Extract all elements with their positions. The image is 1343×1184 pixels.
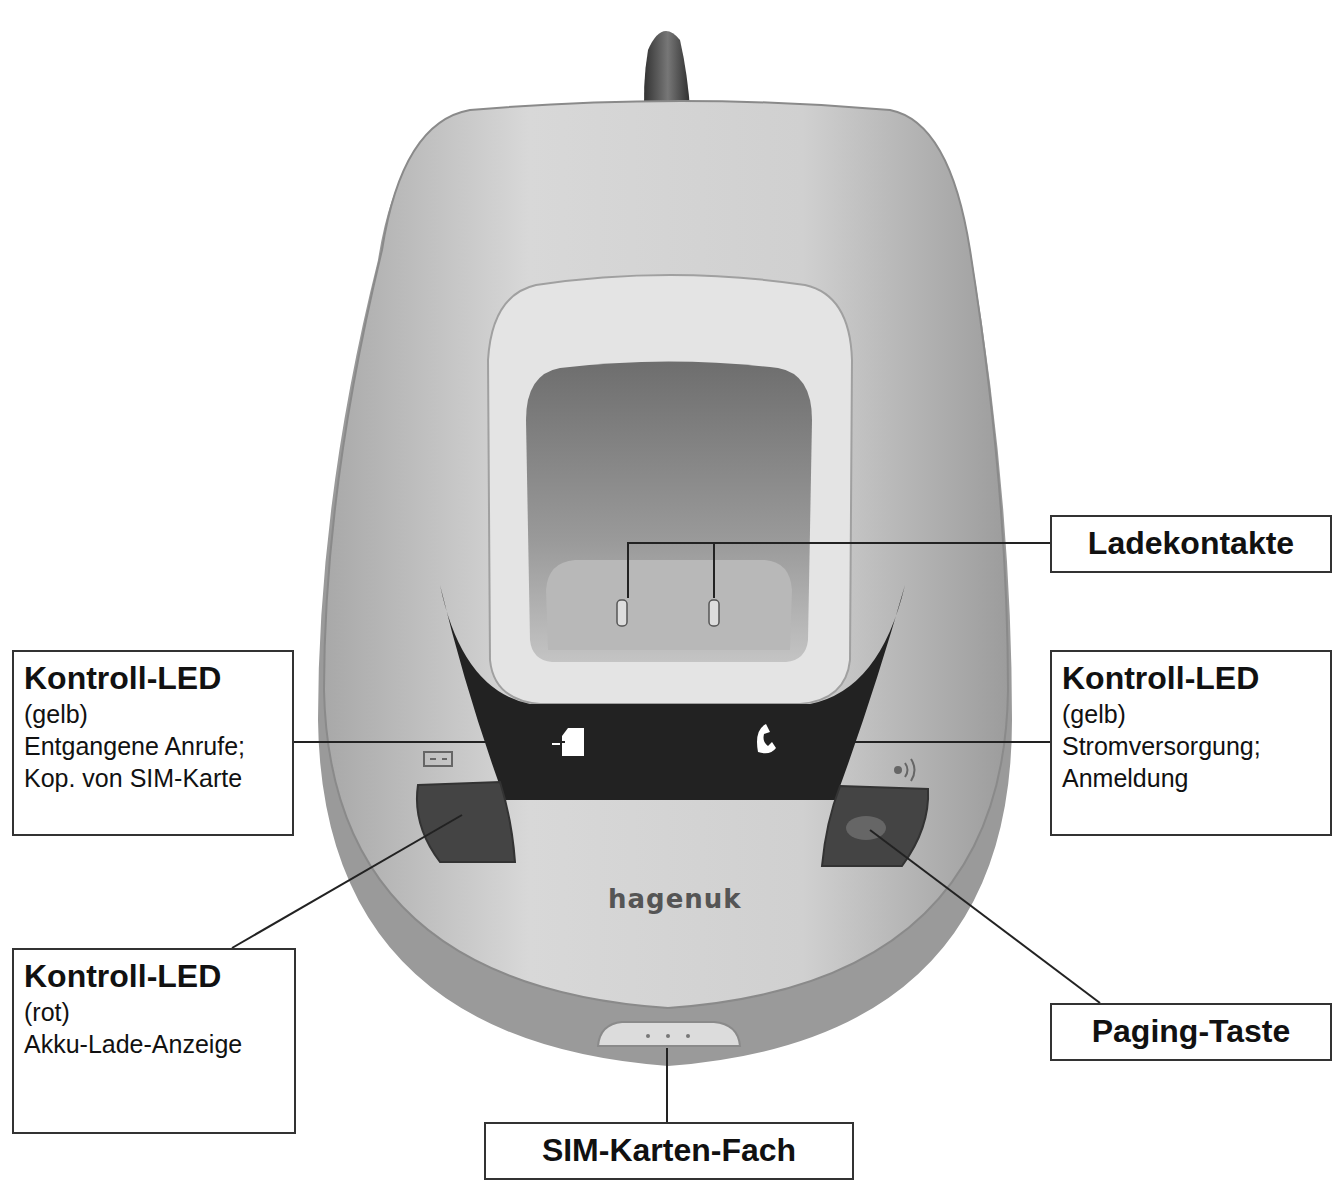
housing	[324, 101, 1008, 1008]
leader-line	[666, 1048, 668, 1122]
callout-box: Kontroll-LED(gelb)Entgangene Anrufe; Kop…	[12, 650, 294, 836]
leader-line	[870, 830, 1100, 1003]
leader-lines	[232, 543, 1100, 1122]
paging-icon	[895, 759, 915, 781]
leader-line	[713, 543, 715, 598]
callout-box: Paging-Taste	[1050, 1003, 1332, 1061]
leader-line	[628, 543, 1050, 598]
callout-text: Entgangene Anrufe; Kop. von SIM-Karte	[24, 730, 282, 794]
brand-logo: hagenuk	[608, 884, 742, 914]
phone-icon	[757, 724, 776, 753]
cradle-floor	[546, 560, 792, 650]
callout-title: Kontroll-LED	[1062, 658, 1320, 698]
callout-box: Kontroll-LED(rot)Akku-Lade-Anzeige	[12, 948, 296, 1134]
cradle-well	[526, 362, 812, 663]
battery-led	[417, 782, 515, 862]
leader-line	[292, 741, 565, 743]
callout-title: SIM-Karten-Fach	[496, 1130, 842, 1170]
callout-text: Stromversorgung; Anmeldung	[1062, 730, 1320, 794]
callout-text: (gelb)	[24, 698, 282, 730]
cradle	[488, 275, 852, 704]
callout-box: Ladekontakte	[1050, 515, 1332, 573]
callout-title: Paging-Taste	[1062, 1011, 1320, 1051]
callout-title: Ladekontakte	[1062, 523, 1320, 563]
leader-line	[842, 741, 1050, 743]
led-panel	[440, 585, 905, 800]
callout-title: Kontroll-LED	[24, 658, 282, 698]
callout-text: (rot)	[24, 996, 284, 1028]
callout-box: SIM-Karten-Fach	[484, 1122, 854, 1180]
device	[318, 31, 1012, 1066]
callout-title: Kontroll-LED	[24, 956, 284, 996]
sim-slot-dots	[646, 1034, 690, 1038]
callout-box: Kontroll-LED(gelb)Stromversorgung; Anmel…	[1050, 650, 1332, 836]
callout-text: Akku-Lade-Anzeige	[24, 1028, 284, 1060]
paging-button	[822, 786, 928, 866]
charging-contacts	[617, 600, 719, 626]
battery-icon	[424, 752, 452, 766]
callout-text: (gelb)	[1062, 698, 1320, 730]
sim-slot	[598, 1022, 740, 1046]
